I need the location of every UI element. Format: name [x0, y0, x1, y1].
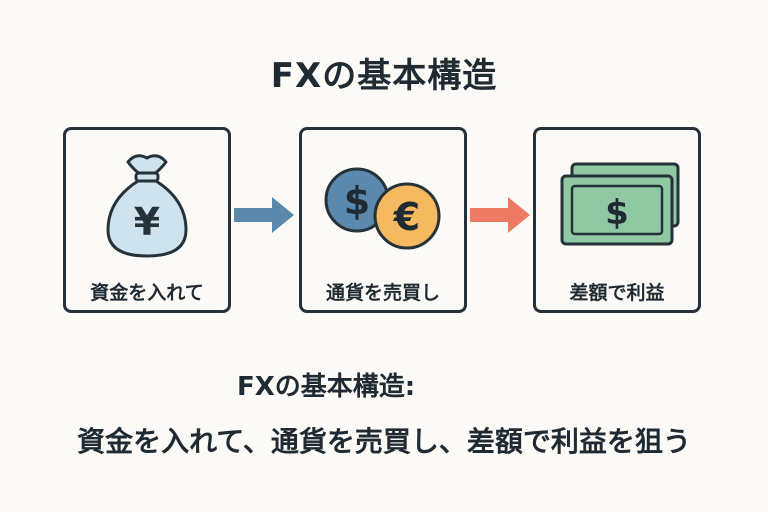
money-bag-yen-icon: ¥: [106, 154, 188, 258]
arrow-right-icon: [470, 197, 530, 233]
step-card-profit: $ 差額で利益: [533, 127, 701, 313]
summary-heading: FXの基本構造:: [237, 372, 416, 402]
step-label-deposit: 資金を入れて: [90, 282, 204, 304]
dollar-symbol: $: [344, 179, 370, 223]
arrow-right-icon: [234, 197, 294, 233]
euro-symbol: €: [393, 195, 420, 239]
step-label-profit: 差額で利益: [569, 282, 665, 304]
step-card-deposit: ¥ 資金を入れて: [63, 127, 231, 313]
summary-text: 資金を入れて、通貨を売買し、差額で利益を狙う: [77, 425, 691, 458]
dollar-symbol: $: [605, 193, 629, 233]
yen-symbol: ¥: [134, 200, 160, 244]
step-card-trade: $ € 通貨を売買し: [299, 127, 467, 313]
step-label-trade: 通貨を売買し: [325, 282, 440, 304]
currency-coins-icon: $ €: [324, 167, 441, 250]
banknotes-dollar-icon: $: [560, 162, 680, 246]
page-title: FXの基本構造: [270, 56, 498, 96]
